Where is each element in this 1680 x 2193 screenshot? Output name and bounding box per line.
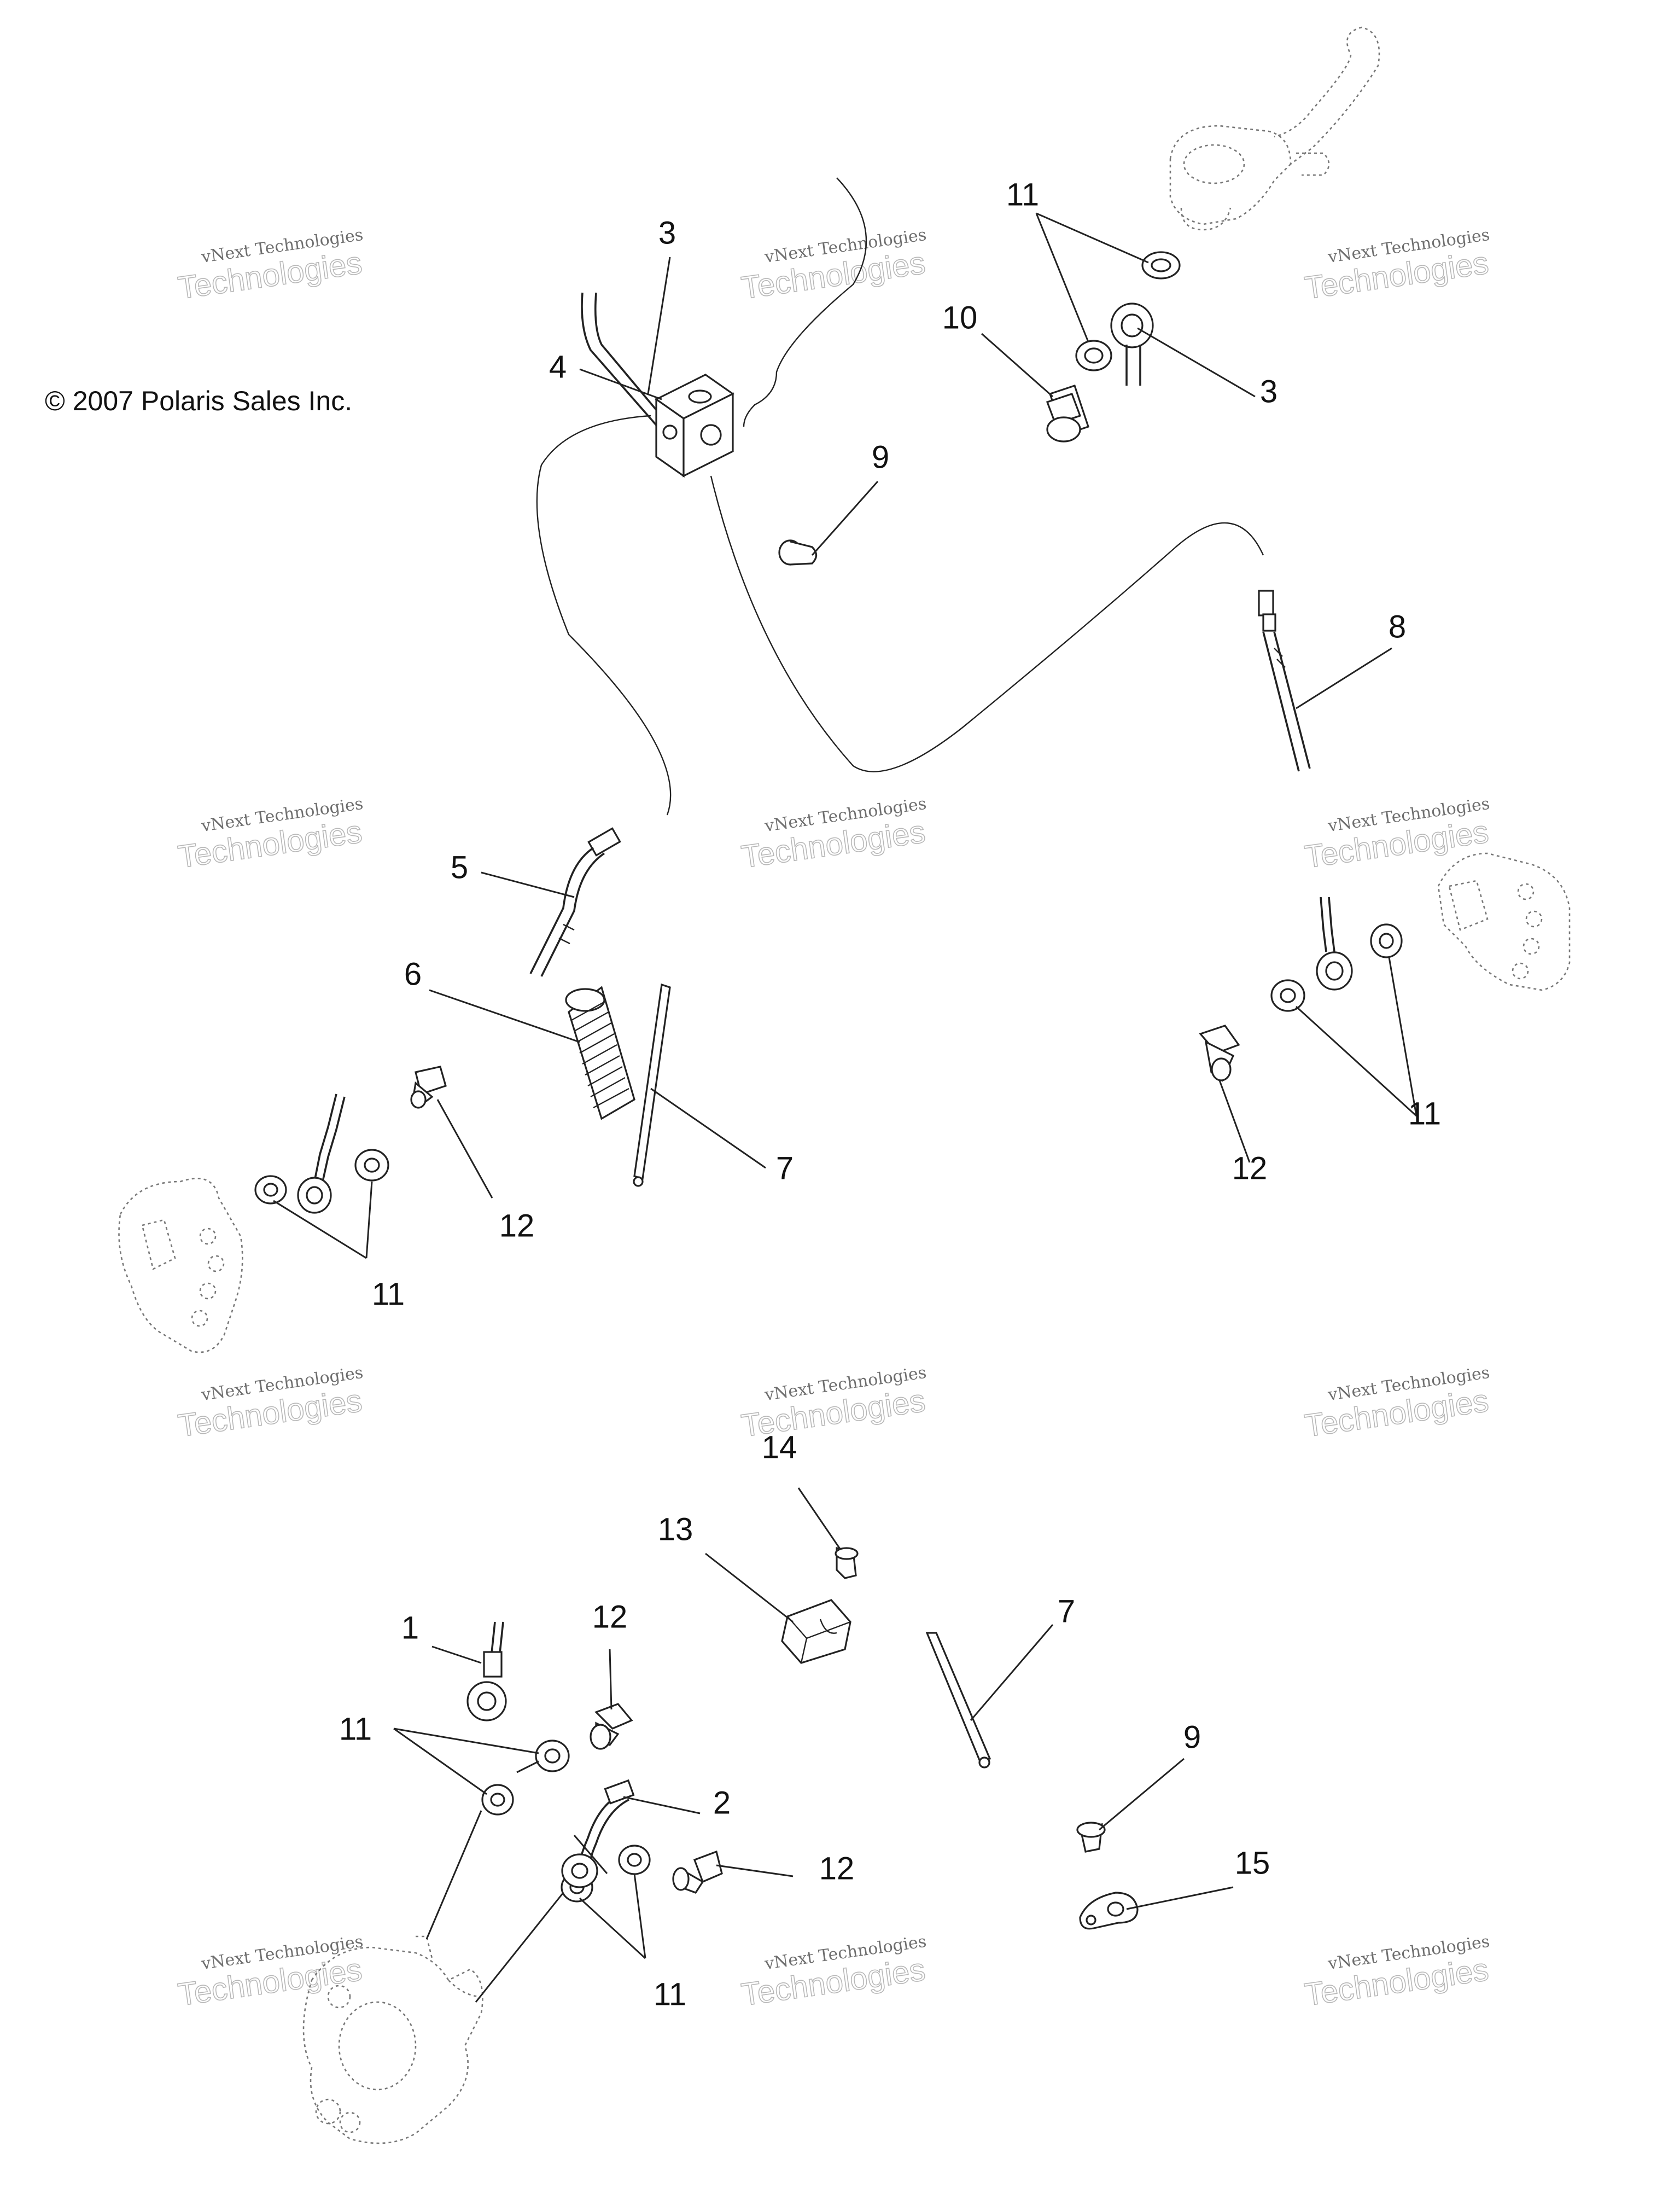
banjo-bolt-part-12-lower-right (672, 1850, 723, 1894)
clip-part-13 (781, 1599, 851, 1664)
p-clip-part-15 (1079, 1892, 1139, 1930)
callout-11-left: 11 (372, 1276, 405, 1312)
washer-part-11-right-a (1370, 923, 1403, 958)
callout-3-upper: 3 (658, 215, 676, 251)
callout-7-upper: 7 (776, 1150, 794, 1186)
callout-6: 6 (404, 956, 422, 992)
callout-7-lower: 7 (1058, 1593, 1075, 1629)
bolt-part-9-upper (778, 539, 818, 566)
right-caliper-ghost (1437, 852, 1571, 991)
banjo-bolt-part-12-left (410, 1066, 447, 1109)
callout-9-lower: 9 (1183, 1719, 1201, 1755)
brake-hose-part-2 (561, 1779, 635, 1888)
brake-hose-right-caliper (1316, 897, 1353, 991)
brake-hose-left-caliper (297, 1093, 346, 1214)
callout-11-lower-left: 11 (339, 1711, 372, 1747)
washer-part-11-lower-c (618, 1845, 651, 1875)
callout-12-left: 12 (499, 1208, 535, 1243)
master-cylinder-ghost (1169, 26, 1380, 231)
washer-part-11-lower-b (481, 1784, 514, 1816)
junction-block-part-4 (654, 374, 735, 478)
hose-guard-spring-part-6 (565, 986, 635, 1120)
brake-hose-part-5 (529, 827, 621, 977)
callout-13: 13 (658, 1511, 693, 1547)
callout-3-right: 3 (1260, 374, 1278, 409)
callout-10: 10 (942, 300, 978, 335)
bolt-part-14 (835, 1547, 859, 1579)
bolt-part-9-lower (1076, 1822, 1106, 1853)
callout-11-upper: 11 (1006, 177, 1039, 212)
callout-2: 2 (713, 1785, 731, 1820)
callout-8: 8 (1389, 609, 1406, 644)
callout-12-lower-top: 12 (592, 1599, 628, 1634)
brake-hose-part-1 (466, 1621, 507, 1721)
callout-4: 4 (549, 349, 567, 385)
callout-12-lower-right: 12 (819, 1851, 855, 1886)
callout-1: 1 (401, 1610, 419, 1645)
washer-part-11-left-b (254, 1175, 287, 1205)
leader-lines (273, 212, 1418, 2003)
brake-line-upper (743, 177, 867, 427)
brake-line-left (536, 415, 672, 816)
brake-hose-part-8 (1258, 590, 1311, 772)
callout-11-lower-right: 11 (654, 1976, 686, 2012)
callout-12-right: 12 (1232, 1150, 1268, 1186)
brake-line-right (710, 475, 1264, 772)
banjo-bolt-part-12-right (1199, 1025, 1240, 1082)
callout-15: 15 (1235, 1845, 1270, 1881)
callout-14: 14 (762, 1429, 797, 1465)
callouts: 3 4 9 11 10 3 8 5 6 7 12 11 11 12 14 13 … (339, 177, 1441, 2012)
callout-11-right: 11 (1408, 1096, 1441, 1131)
copyright-text: © 2007 Polaris Sales Inc. (45, 386, 352, 416)
callout-5: 5 (451, 850, 468, 885)
left-caliper-ghost (118, 1177, 243, 1353)
washer-part-11-upper-b (1141, 251, 1181, 280)
cable-tie-part-7-lower (925, 1632, 991, 1769)
washer-part-11-left-a (354, 1149, 389, 1182)
washer-part-11-lower-a (535, 1740, 570, 1772)
front-caliper-ghost (302, 1935, 483, 2144)
banjo-bolt-part-12-lower-top (590, 1703, 633, 1750)
banjo-bolt-part-10 (1046, 384, 1090, 443)
cable-tie-part-7-upper (633, 983, 671, 1187)
washer-part-11-upper-a (1075, 340, 1112, 371)
washer-part-11-right-b (1270, 979, 1305, 1012)
banjo-fitting-part-3 (1110, 303, 1154, 386)
callout-9-upper: 9 (872, 439, 889, 475)
